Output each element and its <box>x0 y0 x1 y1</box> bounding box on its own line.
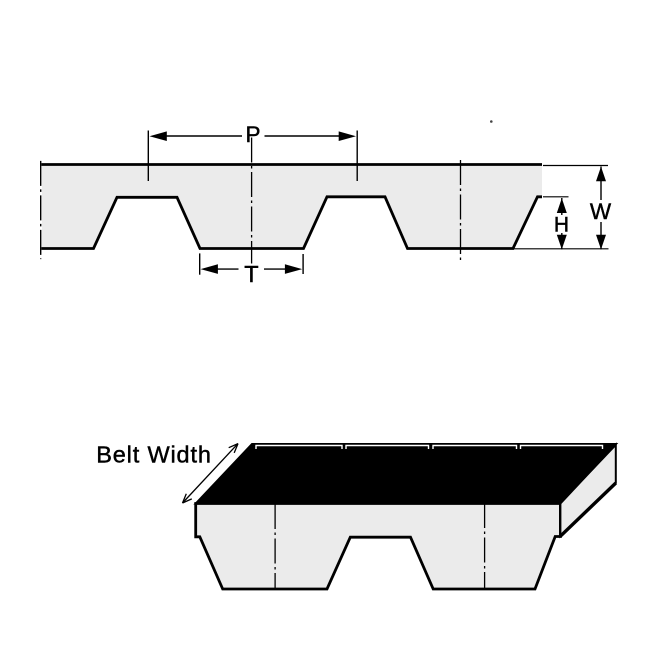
svg-text:T: T <box>244 261 258 287</box>
svg-text:W: W <box>590 199 612 224</box>
svg-text:Belt Width: Belt Width <box>96 442 212 468</box>
svg-text:P: P <box>245 122 260 147</box>
svg-text:H: H <box>554 213 569 236</box>
